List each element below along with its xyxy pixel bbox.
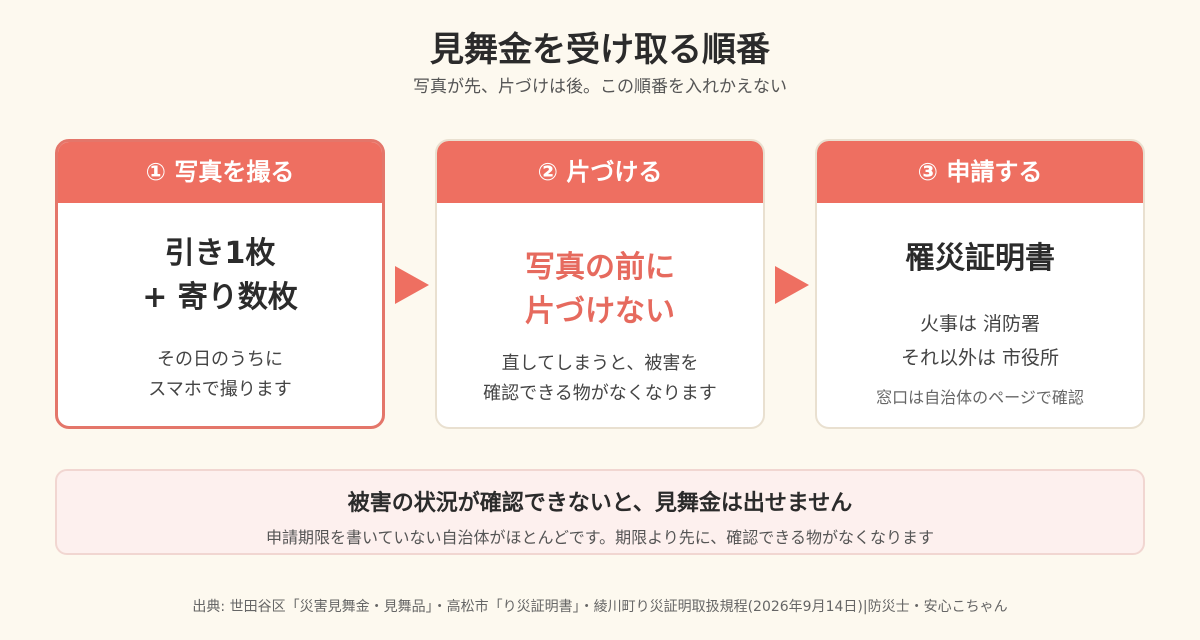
step-main-line: 片づけない (525, 294, 675, 329)
arrow-right-icon (775, 266, 809, 304)
step-main-text: 写真の前に 片づけない (437, 246, 763, 334)
step-main-line: 写真の前に (525, 250, 675, 285)
step-sub-text: その日のうちに スマホで撮ります (58, 345, 382, 405)
warning-banner: 被害の状況が確認できないと、見舞金は出せません 申請期限を書いていない自治体がほ… (55, 469, 1145, 555)
step-sub-line: スマホで撮ります (148, 379, 292, 400)
step-sub-line: 確認できる物がなくなります (483, 383, 717, 404)
step-sub-line: それ以外は 市役所 (900, 347, 1060, 369)
step-sub-text: 直してしまうと、被害を 確認できる物がなくなります (437, 349, 763, 409)
page-title: 見舞金を受け取る順番 (430, 30, 770, 70)
page-subtitle: 写真が先、片づけは後。この順番を入れかえない (413, 77, 787, 97)
step-main-line: 罹災証明書 (905, 241, 1055, 276)
step-card-cleanup: ② 片づける 写真の前に 片づけない 直してしまうと、被害を 確認できる物がなく… (435, 139, 765, 429)
step-card-photo: ① 写真を撮る 引き1枚 + 寄り数枚 その日のうちに スマホで撮ります (55, 139, 385, 429)
step-card-apply: ③ 申請する 罹災証明書 火事は 消防署 それ以外は 市役所 窓口は自治体のペー… (815, 139, 1145, 429)
step-sub-line: 火事は 消防署 (919, 313, 1041, 335)
banner-main-text: 被害の状況が確認できないと、見舞金は出せません (347, 491, 853, 516)
step-card-header: ② 片づける (437, 141, 763, 203)
step-sub-line: 直してしまうと、被害を (501, 353, 699, 374)
step-main-text: 引き1枚 + 寄り数枚 (58, 232, 382, 320)
step-card-header: ③ 申請する (817, 141, 1143, 203)
step-sub-line: その日のうちに (157, 349, 283, 370)
step-note-text: 窓口は自治体のページで確認 (876, 388, 1084, 407)
step-main-line: + 寄り数枚 (142, 280, 298, 315)
step-card-header: ① 写真を撮る (58, 142, 382, 203)
step-sub-text: 火事は 消防署 それ以外は 市役所 (817, 307, 1143, 375)
banner-sub-text: 申請期限を書いていない自治体がほとんどです。期限より先に、確認できる物がなくなり… (265, 528, 934, 547)
source-citation: 出典: 世田谷区「災害見舞金・見舞品」・高松市「り災証明書」・綾川町り災証明取扱… (192, 599, 1008, 615)
step-main-text: 罹災証明書 (817, 237, 1143, 281)
arrow-right-icon (395, 266, 429, 304)
step-main-line: 引き1枚 (164, 236, 276, 271)
